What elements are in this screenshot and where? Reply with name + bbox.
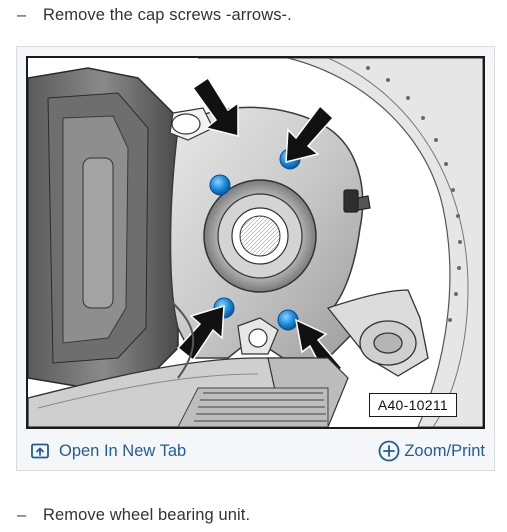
open-in-new-tab-button[interactable]: Open In New Tab	[31, 442, 186, 461]
step-dash: –	[17, 6, 27, 24]
figure-card: A40-10211 Open In New Tab Zoom/Print	[16, 46, 495, 471]
zoom-plus-icon	[378, 440, 400, 462]
open-new-tab-icon	[31, 443, 49, 459]
instruction-step-remove-cap-screws: – Remove the cap screws -arrows-.	[17, 6, 292, 25]
instruction-step-remove-wheel-bearing: – Remove wheel bearing unit.	[17, 506, 250, 525]
step-dash: –	[17, 506, 27, 524]
open-in-new-tab-label: Open In New Tab	[59, 441, 187, 460]
wheel-hub-illustration	[28, 58, 483, 427]
zoom-print-button[interactable]: Zoom/Print	[378, 440, 485, 462]
figure-toolbar: Open In New Tab Zoom/Print	[17, 432, 494, 470]
figure-reference-label: A40-10211	[368, 393, 457, 417]
step-text: Remove wheel bearing unit.	[43, 506, 251, 524]
step-text: Remove the cap screws -arrows-.	[43, 6, 292, 24]
zoom-print-label: Zoom/Print	[404, 441, 485, 460]
arrows	[176, 76, 344, 382]
figure-illustration[interactable]: A40-10211	[26, 56, 485, 429]
